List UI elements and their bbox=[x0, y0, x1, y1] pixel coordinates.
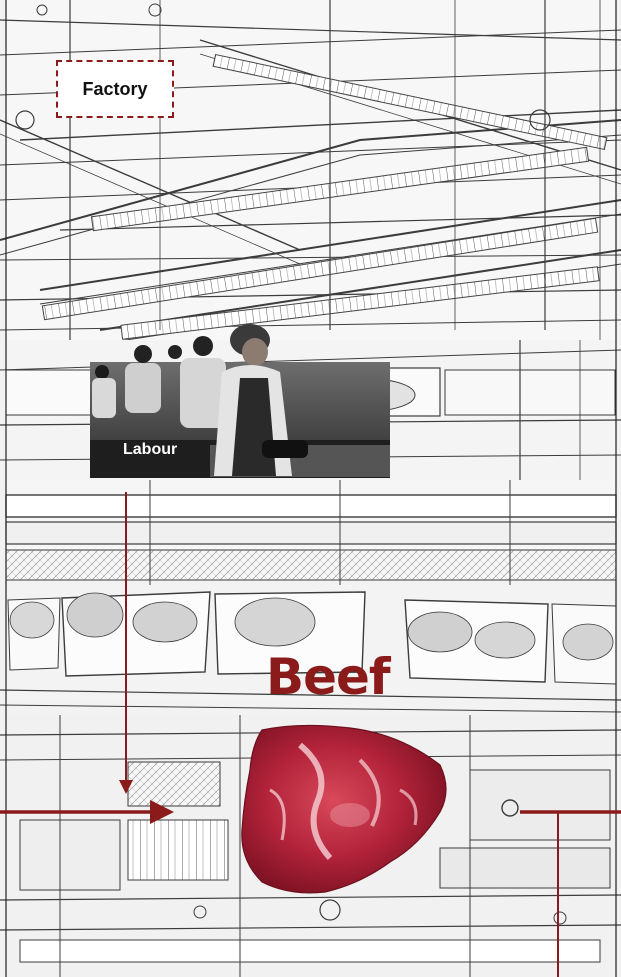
ceiling-conveyors-sketch bbox=[0, 0, 621, 344]
conveyor-rail-sketch bbox=[6, 480, 616, 590]
factory-label: Factory bbox=[56, 60, 174, 118]
beef-title: Beef bbox=[266, 652, 390, 702]
labour-label: Labour bbox=[123, 441, 177, 459]
